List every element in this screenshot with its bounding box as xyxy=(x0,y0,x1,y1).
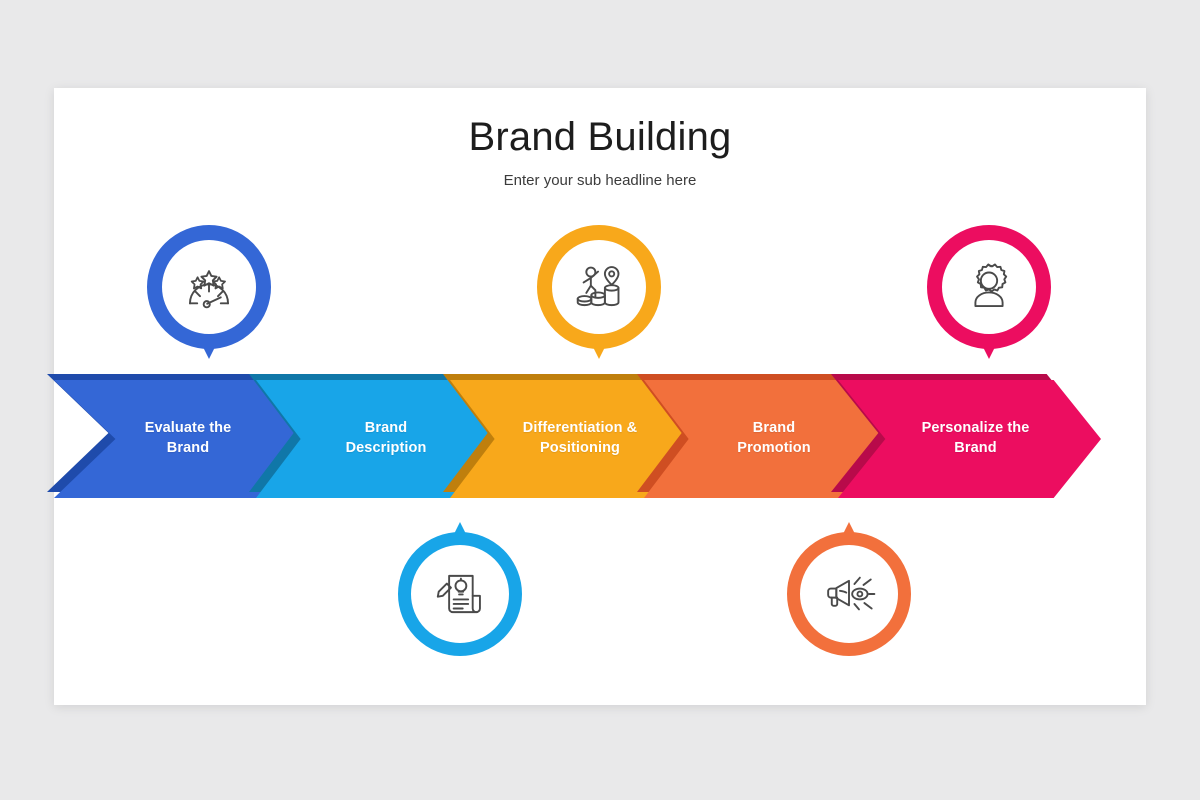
process-chevron-band: Evaluate the Brand Brand Description xyxy=(47,374,1146,498)
chevron-step-3-label-line2: Positioning xyxy=(539,440,621,456)
marker-step-2[interactable] xyxy=(398,522,522,656)
chevron-step-1-label: Evaluate the Brand xyxy=(54,380,310,498)
marker-step-4[interactable] xyxy=(787,522,911,656)
chevron-step-5-label: Personalize the Brand xyxy=(838,380,1101,498)
page-subtitle: Enter your sub headline here xyxy=(503,172,697,189)
chevron-step-3-label: Differentiation & Positioning xyxy=(450,380,698,498)
chevron-step-2[interactable]: Brand Description xyxy=(249,374,504,498)
chevron-step-1-label-line2: Brand xyxy=(166,440,210,456)
chevron-step-5-label-line2: Brand xyxy=(954,440,997,456)
chevron-step-2-label-line1: Brand xyxy=(364,420,408,437)
rating-gauge-stars-icon xyxy=(147,225,271,349)
marker-step-1[interactable] xyxy=(147,225,271,359)
document-lightbulb-pencil-icon xyxy=(398,532,522,656)
chevron-step-4-label-line2: Promotion xyxy=(737,440,811,456)
chevron-step-2-label-line2: Description xyxy=(345,440,427,456)
chevron-step-2-label: Brand Description xyxy=(256,380,504,498)
header-block: Brand Building Enter your sub headline h… xyxy=(54,114,1146,189)
megaphone-eye-icon xyxy=(787,532,911,656)
chevron-step-1-label-line1: Evaluate the xyxy=(144,420,232,437)
marker-step-5[interactable] xyxy=(927,225,1051,359)
chevron-step-1[interactable]: Evaluate the Brand xyxy=(47,374,310,498)
slide-canvas: Brand Building Enter your sub headline h… xyxy=(47,88,1146,705)
chevron-step-3-label-line1: Differentiation & xyxy=(522,420,638,437)
chevron-step-4-label: Brand Promotion xyxy=(644,380,892,498)
chevron-step-4-label-line1: Brand xyxy=(752,420,796,437)
person-gear-icon xyxy=(927,225,1051,349)
page-title: Brand Building xyxy=(468,115,732,159)
chevron-step-5[interactable]: Personalize the Brand xyxy=(831,374,1101,498)
chevron-step-5-label-line1: Personalize the xyxy=(921,420,1030,437)
marker-step-3[interactable] xyxy=(537,225,661,359)
chevron-step-4[interactable]: Brand Promotion xyxy=(637,374,892,498)
person-steps-location-pin-icon xyxy=(537,225,661,349)
